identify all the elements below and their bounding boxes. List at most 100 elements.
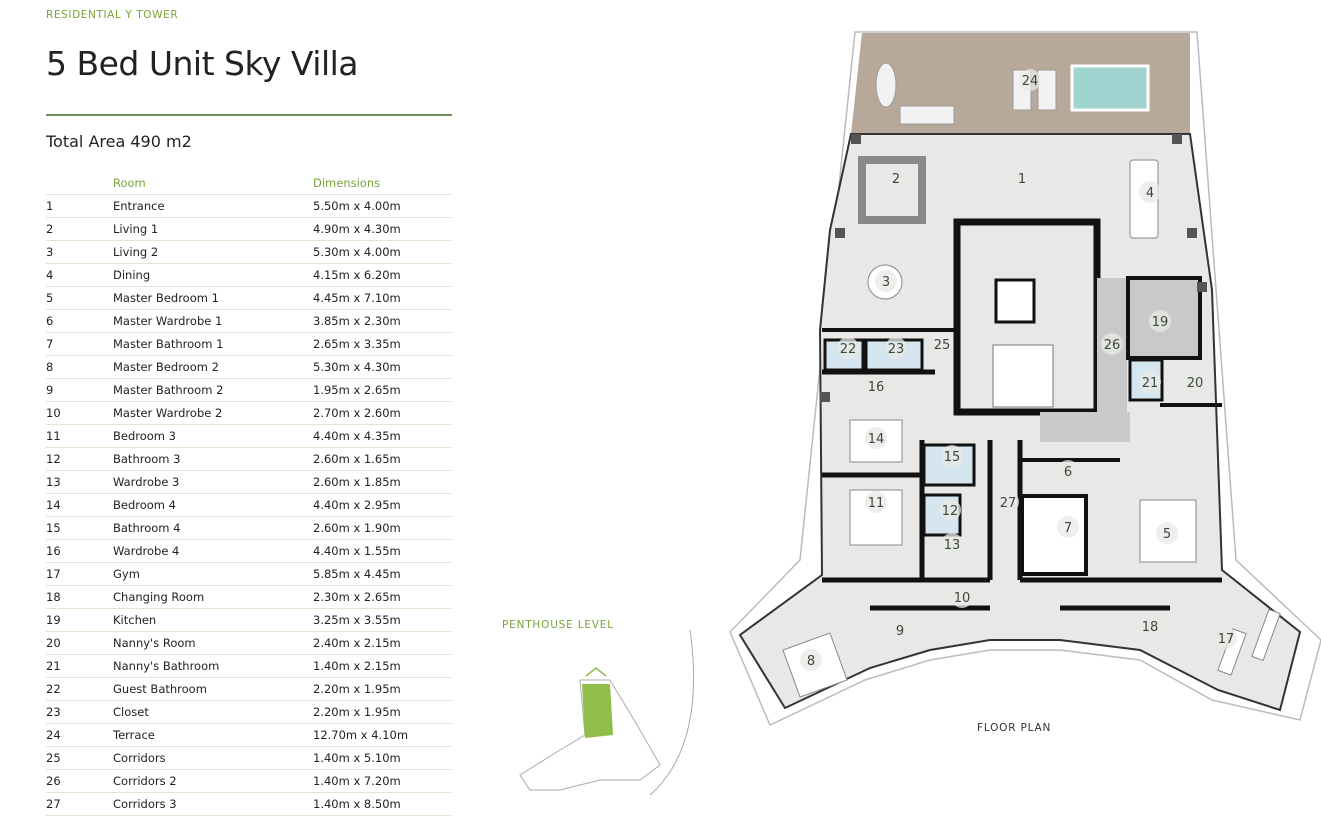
table-cell-no: 7 <box>46 332 113 356</box>
room-label-bg <box>1139 615 1161 637</box>
room-number-label: 24 <box>1022 74 1039 89</box>
table-cell-room: Master Bathroom 2 <box>113 378 313 402</box>
room-number-label: 3 <box>882 275 890 290</box>
room-number-label: 12 <box>942 504 959 519</box>
table-cell-no: 6 <box>46 309 113 333</box>
room-number-label: 15 <box>944 450 961 465</box>
table-cell-dim: 2.30m x 2.65m <box>313 585 452 609</box>
header-number <box>46 172 113 195</box>
penthouse-marker <box>585 667 607 677</box>
bathroom <box>1020 494 1088 576</box>
title-divider <box>46 114 452 116</box>
table-cell-dim: 1.40m x 8.50m <box>313 792 452 816</box>
elevator-shaft <box>994 278 1036 324</box>
room-label-bg <box>875 270 897 292</box>
table-cell-dim: 5.50m x 4.00m <box>313 194 452 218</box>
total-area: Total Area 490 m2 <box>46 132 192 151</box>
table-cell-no: 10 <box>46 401 113 425</box>
table-cell-room: Closet <box>113 700 313 724</box>
room-label-bg <box>865 491 887 513</box>
room-label-bg <box>997 491 1019 513</box>
table-cell-no: 16 <box>46 539 113 563</box>
table-cell-room: Gym <box>113 562 313 586</box>
table-cell-dim: 12.70m x 4.10m <box>313 723 452 747</box>
table-cell-room: Kitchen <box>113 608 313 632</box>
table-cell-dim: 2.20m x 1.95m <box>313 677 452 701</box>
room-number-label: 23 <box>888 342 905 357</box>
room-number-label: 5 <box>1163 527 1171 542</box>
table-cell-no: 3 <box>46 240 113 264</box>
room-label-bg <box>837 337 859 359</box>
room-label-bg <box>1149 310 1171 332</box>
table-cell-room: Living 1 <box>113 217 313 241</box>
terrace-bench <box>899 105 955 125</box>
room-label-bg <box>889 619 911 641</box>
room-number-label: 7 <box>1064 521 1072 536</box>
room-number-label: 20 <box>1187 376 1204 391</box>
room-label-bg <box>800 649 822 671</box>
gym-equipment <box>1217 628 1247 676</box>
room-number-label: 18 <box>1142 620 1159 635</box>
table-cell-no: 8 <box>46 355 113 379</box>
column <box>1197 282 1207 292</box>
header-dimensions: Dimensions <box>313 172 452 195</box>
table-cell-no: 15 <box>46 516 113 540</box>
room-number-label: 26 <box>1104 338 1121 353</box>
room-number-label: 14 <box>868 432 885 447</box>
table-cell-room: Master Wardrobe 1 <box>113 309 313 333</box>
room-label-bg <box>885 167 907 189</box>
gym-equipment <box>1251 608 1281 662</box>
room-label-bg <box>1139 181 1161 203</box>
column <box>1172 134 1182 144</box>
table-cell-room: Wardrobe 4 <box>113 539 313 563</box>
room-label-bg <box>1215 627 1237 649</box>
room-label-bg <box>865 427 887 449</box>
room-number-label: 27 <box>1000 496 1017 511</box>
table-cell-room: Bathroom 4 <box>113 516 313 540</box>
info-panel: RESIDENTIAL Y TOWER 5 Bed Unit Sky Villa… <box>46 0 452 825</box>
header-room: Room <box>113 172 313 195</box>
corridor-grey <box>1040 412 1130 442</box>
room-number-label: 9 <box>896 624 904 639</box>
table-cell-no: 11 <box>46 424 113 448</box>
table-cell-no: 5 <box>46 286 113 310</box>
stair <box>992 344 1054 408</box>
table-cell-room: Living 2 <box>113 240 313 264</box>
room-number-label: 6 <box>1064 465 1072 480</box>
room-number-label: 16 <box>868 380 885 395</box>
table-cell-no: 19 <box>46 608 113 632</box>
table-cell-room: Dining <box>113 263 313 287</box>
room-label-bg <box>941 445 963 467</box>
room-label-bg <box>1101 333 1123 355</box>
tower-label: RESIDENTIAL Y TOWER <box>46 9 179 21</box>
table-cell-dim: 4.90m x 4.30m <box>313 217 452 241</box>
table-cell-room: Wardrobe 3 <box>113 470 313 494</box>
table-cell-dim: 3.25m x 3.55m <box>313 608 452 632</box>
table-cell-room: Master Wardrobe 2 <box>113 401 313 425</box>
sofa <box>858 156 926 224</box>
table-cell-no: 4 <box>46 263 113 287</box>
table-cell-no: 20 <box>46 631 113 655</box>
table-cell-room: Nanny's Bathroom <box>113 654 313 678</box>
room-label-bg <box>1019 69 1041 91</box>
pool <box>1070 64 1150 112</box>
